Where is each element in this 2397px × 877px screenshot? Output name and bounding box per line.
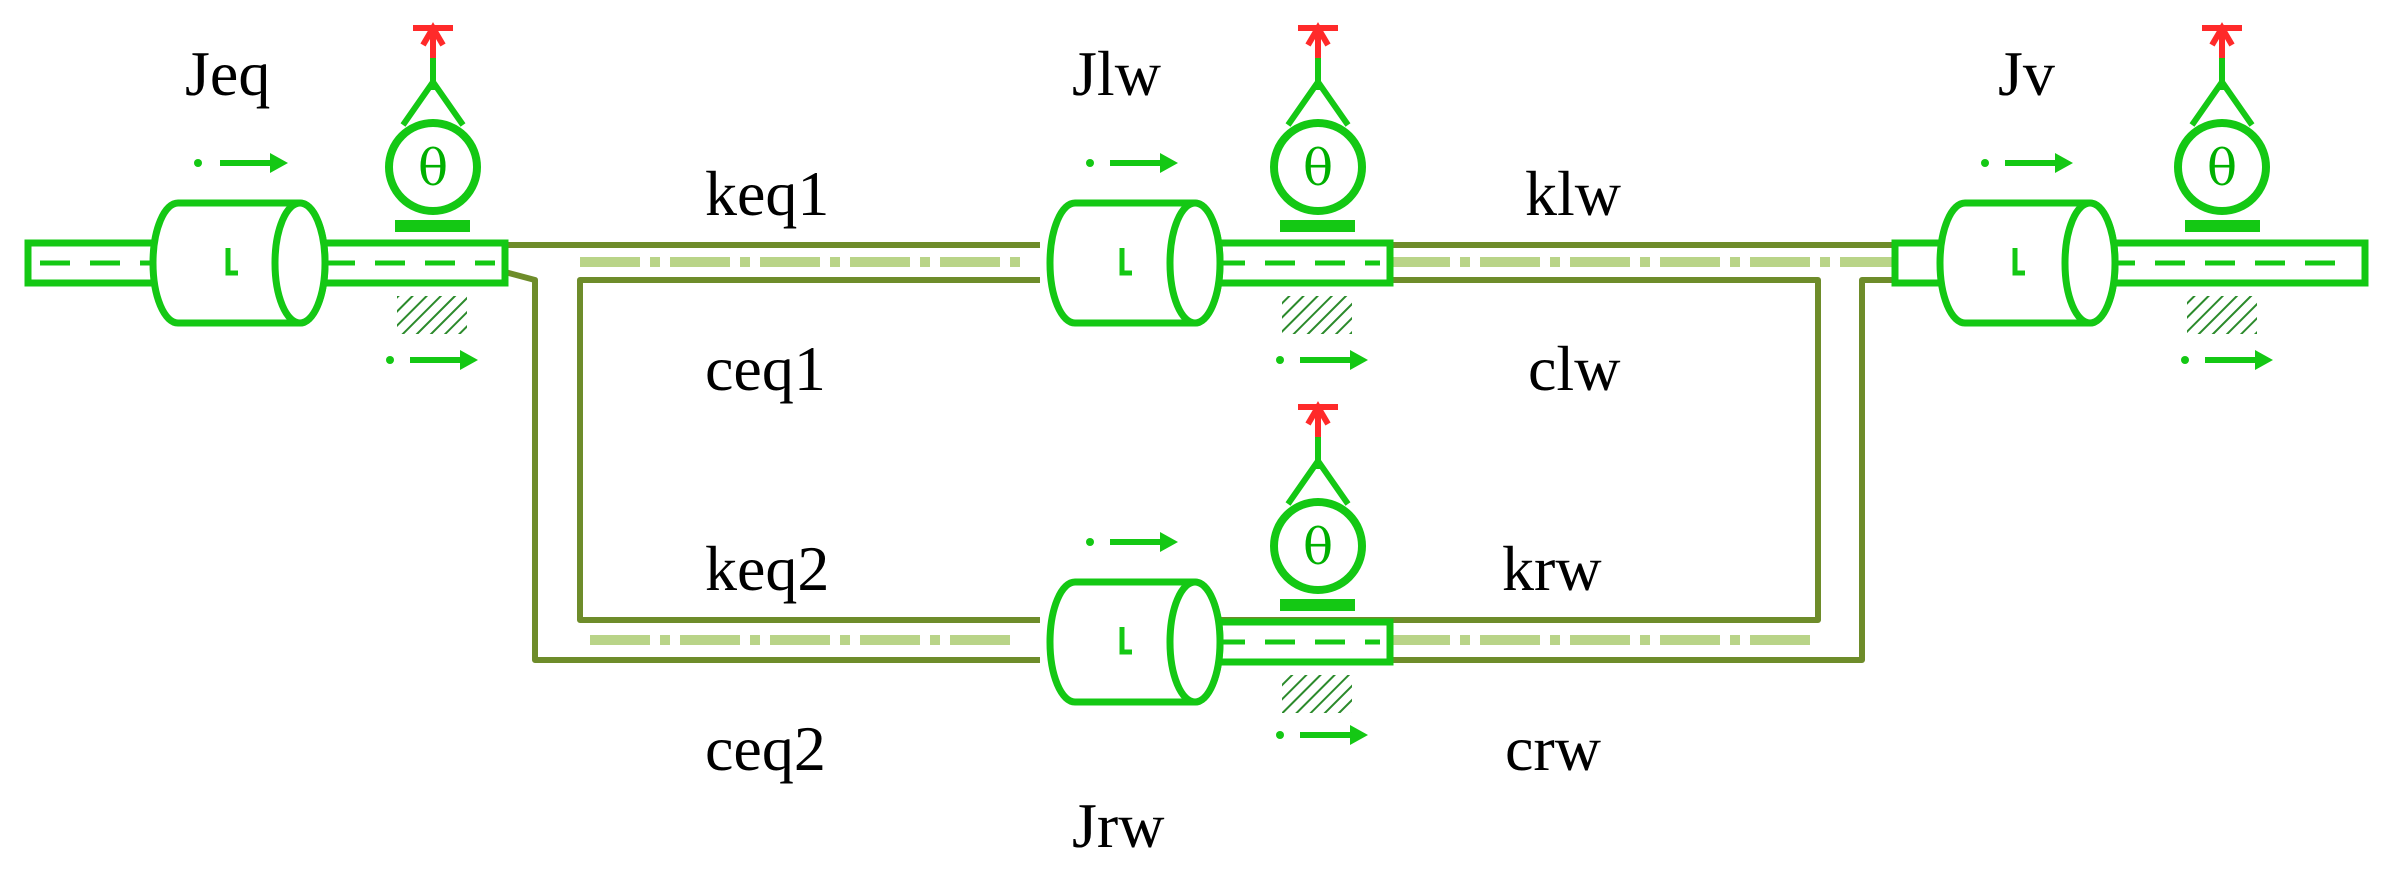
label-jv: Jv [1998, 38, 2055, 109]
label-ceq2: ceq2 [705, 713, 826, 784]
sensor-jeq-symbol: θ [418, 139, 448, 197]
label-crw: crw [1505, 713, 1601, 784]
cylinder-jv-face [2061, 199, 2119, 327]
bearing-jlw-hatch [1282, 296, 1352, 334]
sensor-theta-jrw: θ [1270, 401, 1366, 594]
label-jeq: Jeq [185, 38, 270, 109]
bearing-jv-top [2185, 220, 2260, 232]
inertia-jeq [149, 199, 329, 327]
inertia-jrw-icon [1119, 627, 1132, 655]
cylinder-jlw-face [1166, 199, 1224, 327]
arrow-right-icon [386, 350, 478, 370]
label-clw: clw [1528, 333, 1620, 404]
arrow-right-icon [1276, 725, 1368, 745]
bearing-jlw-top [1280, 220, 1355, 232]
sensor-theta-jeq: θ [385, 22, 481, 215]
bearings [395, 220, 2260, 713]
sensor-jrw-symbol: θ [1303, 518, 1333, 576]
direction-arrows [194, 153, 2273, 745]
inertia-jeq-icon [225, 248, 238, 276]
label-krw: krw [1502, 533, 1602, 604]
label-keq2: keq2 [705, 533, 829, 604]
sensor-jlw-body [1270, 119, 1366, 215]
sensor-jv-tip [2189, 80, 2255, 127]
cylinder-jeq-face [271, 199, 329, 327]
cylinder-jrw-face [1166, 578, 1224, 706]
reference-red-icon [413, 22, 453, 58]
connector-lw-inner [1220, 277, 1821, 623]
arrow-right-icon [1086, 153, 1178, 173]
arrow-right-icon [1086, 532, 1178, 552]
inertia-jv [1936, 199, 2119, 327]
bearing-jeq-top [395, 220, 470, 232]
sensor-theta-jlw: θ [1270, 22, 1366, 215]
label-klw: klw [1525, 158, 1621, 229]
label-jlw: Jlw [1072, 38, 1161, 109]
arrow-right-icon [2181, 350, 2273, 370]
sensor-jrw-body [1270, 498, 1366, 594]
inertia-jv-icon [2012, 248, 2025, 276]
sensor-jv-symbol: θ [2207, 139, 2237, 197]
label-ceq1: ceq1 [705, 333, 826, 404]
shaft-centerlines [40, 260, 2355, 645]
bearing-jv-hatch [2187, 296, 2257, 334]
sensor-theta-jv: θ [2174, 22, 2270, 215]
sensor-jrw-tip [1285, 459, 1351, 506]
connector-jeq-outer [504, 269, 1040, 663]
labels: Jeq Jlw Jv Jrw keq1 klw keq2 krw ceq1 cl… [185, 38, 2055, 861]
sensor-jv-body [2174, 119, 2270, 215]
inertia-jrw [1046, 578, 1224, 706]
label-jrw: Jrw [1072, 790, 1164, 861]
inertia-jlw-icon [1119, 248, 1132, 276]
reference-red-icon [2202, 22, 2242, 58]
arrow-right-icon [194, 153, 288, 173]
arrow-right-icon [1276, 350, 1368, 370]
reference-red-icon [1298, 22, 1338, 58]
bearing-jrw-hatch [1282, 675, 1352, 713]
connector-jeq-inner [577, 277, 1040, 623]
sensor-jlw-tip [1285, 80, 1351, 127]
sensor-jlw-symbol: θ [1303, 139, 1333, 197]
bearing-jrw-top [1280, 599, 1355, 611]
spring-damper-dashes [580, 257, 1900, 645]
bearing-jeq-hatch [397, 296, 467, 334]
arrow-right-icon [1981, 153, 2073, 173]
inertia-jlw [1046, 199, 1224, 327]
sensor-jeq-tip [400, 80, 466, 127]
sensor-jeq-body [385, 119, 481, 215]
label-keq1: keq1 [705, 158, 829, 229]
reference-red-icon [1298, 401, 1338, 437]
